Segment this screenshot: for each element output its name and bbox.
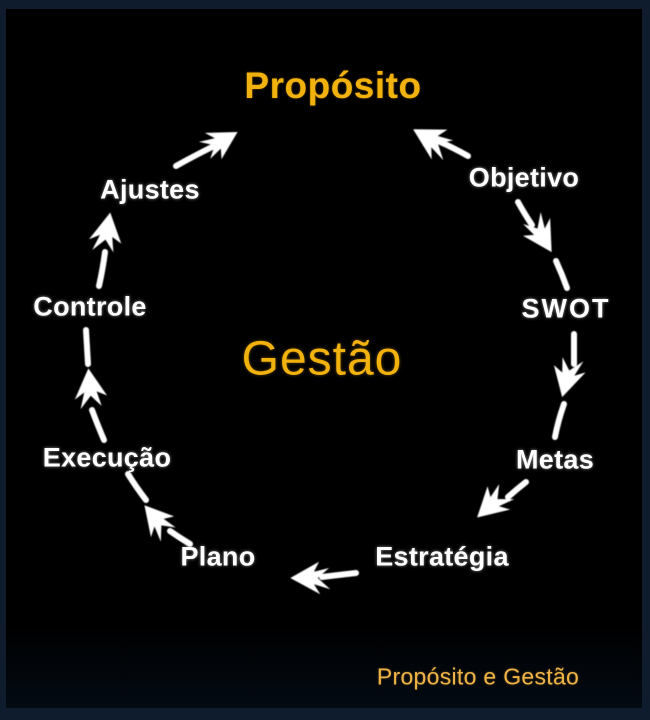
node-metas: Metas xyxy=(515,444,595,475)
arrow-estrategia-to-plano xyxy=(290,561,359,595)
arrow-controle-to-ajustes xyxy=(87,209,127,289)
arrow-objetivo-to-swot xyxy=(515,199,570,291)
node-objetivo: Objetivo xyxy=(468,162,580,193)
arrow-proposito-to-objetivo xyxy=(404,114,471,165)
arrow-metas-to-estrategia xyxy=(466,478,529,530)
black-background xyxy=(6,9,642,708)
node-plano: Plano xyxy=(180,541,256,572)
cycle-title-proposito: Propósito xyxy=(244,65,422,106)
arrow-plano-to-execucao xyxy=(125,471,193,547)
arrow-execucao-to-controle xyxy=(72,327,109,443)
node-execucao: Execução xyxy=(42,442,172,473)
node-estrategia: Estratégia xyxy=(375,541,509,572)
arrow-ajustes-to-proposito xyxy=(173,118,246,169)
caption-proposito-e-gestao: Propósito e Gestão xyxy=(376,663,580,690)
arrow-swot-to-metas xyxy=(546,331,589,440)
node-controle: Controle xyxy=(33,291,147,322)
node-ajustes: Ajustes xyxy=(100,174,200,205)
center-label-gestao: Gestão xyxy=(241,332,403,386)
node-swot: SWOT xyxy=(521,293,611,324)
